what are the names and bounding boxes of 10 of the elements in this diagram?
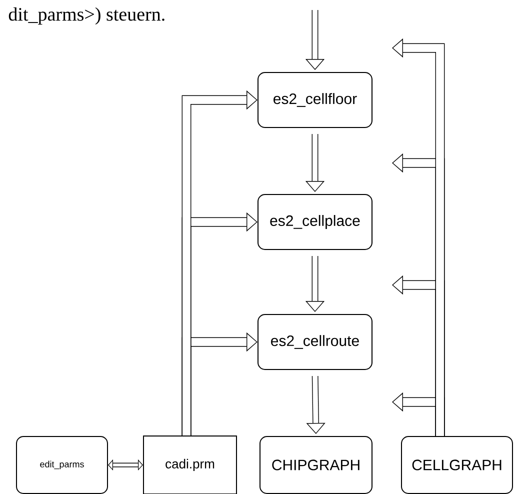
process-box: edit_parms <box>16 436 108 494</box>
text-line: dit_parms>) steuern. <box>8 7 164 25</box>
file-box: cadi.prm <box>143 436 237 494</box>
hollow-arrow <box>182 90 258 436</box>
process-box: CELLGRAPH <box>401 436 513 494</box>
process-box: es2_cellplace <box>258 194 372 250</box>
process-box: es2_cellroute <box>258 314 372 370</box>
process-box: es2_cellfloor <box>258 72 372 128</box>
hollow-arrow <box>108 459 143 471</box>
process-box: CHIPGRAPH <box>260 436 372 494</box>
